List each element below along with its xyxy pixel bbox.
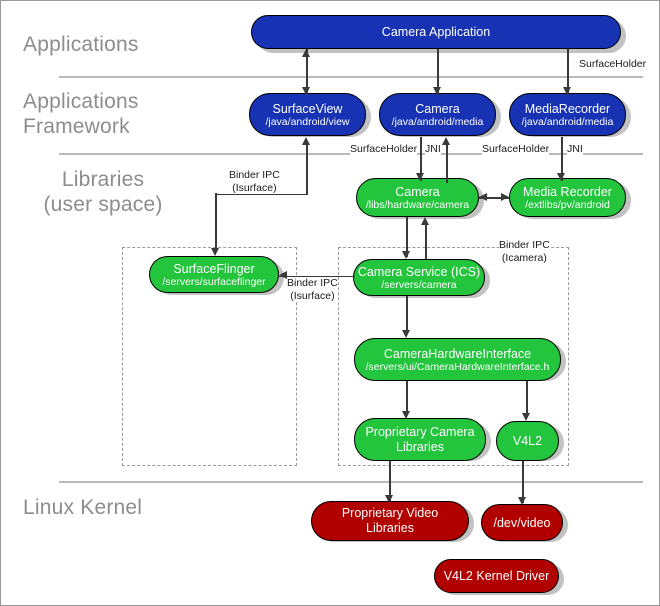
arrow-binder-isurface-surfaceflinger <box>210 248 219 256</box>
layer-label-applications-framework: Applications Framework <box>23 90 139 138</box>
layer-label-applications: Applications <box>23 33 139 56</box>
arrow-app-surfaceview-up <box>301 49 310 57</box>
edge-label-surfaceholder-app-mediarecorder: SurfaceHolder <box>579 58 647 71</box>
node-camera-application[interactable]: Camera Application <box>251 15 621 49</box>
node-proprietary-camera-libraries[interactable]: Proprietary Camera Libraries <box>354 418 486 461</box>
edge-label-surfaceholder-mediarecorder: SurfaceHolder <box>482 143 550 156</box>
arrow-app-mediarecorder-java <box>562 87 571 95</box>
node-camera-lib-title: Camera <box>395 184 440 199</box>
node-media-recorder-lib[interactable]: Media Recorder /extlibs/pv/android <box>509 178 626 217</box>
arrow-chi-v4l2 <box>521 413 530 421</box>
dashed-group-surfaceflinger <box>122 247 297 466</box>
arrow-v4l2-dev-video <box>517 497 526 505</box>
node-proprietary-video-libraries-title: Proprietary Video Libraries <box>341 506 439 535</box>
node-camera-hardware-interface-title: CameraHardwareInterface <box>383 346 532 361</box>
edge-app-mediarecorder-java <box>567 49 569 95</box>
edge-mediarecorder-java-media-recorder-lib <box>561 137 563 181</box>
edge-label-jni-mediarecorder: JNI <box>567 143 583 156</box>
arrow-camera-lib-camera-service <box>401 251 410 259</box>
node-camera-hardware-interface[interactable]: CameraHardwareInterface /servers/ui/Came… <box>354 338 561 381</box>
node-camera-service-subtitle: /servers/camera <box>381 278 457 291</box>
node-camera-hardware-interface-subtitle: /servers/ui/CameraHardwareInterface.h <box>365 360 550 373</box>
edge-chi-proprietary-camera-libraries <box>406 381 408 415</box>
node-surfaceview[interactable]: SurfaceView /java/android/view <box>249 93 366 136</box>
arrow-app-surfaceview-down <box>301 87 310 95</box>
edge-camera-service-camera-lib <box>425 223 427 259</box>
arrow-chi-proprietary-camera-libraries <box>401 411 410 419</box>
node-surfaceflinger-subtitle: /servers/surfaceflinger <box>162 275 266 288</box>
node-camera-java[interactable]: Camera /java/android/media <box>379 93 496 136</box>
edge-v4l2-dev-video <box>522 461 524 503</box>
node-media-recorder-lib-subtitle: /extlibs/pv/android <box>525 198 610 211</box>
node-dev-video[interactable]: /dev/video <box>481 504 563 541</box>
edge-label-jni-camera: JNI <box>425 143 441 156</box>
node-camera-java-title: Camera <box>415 101 460 116</box>
arrow-camera-java-camera-lib <box>415 173 424 181</box>
edge-label-binder-ipc-isurface-top: Binder IPC (Isurface) <box>229 169 280 194</box>
node-v4l2-title: V4L2 <box>512 434 543 448</box>
node-camera-service-title: Camera Service (ICS) <box>357 264 481 279</box>
node-proprietary-camera-libraries-title: Proprietary Camera Libraries <box>365 424 475 454</box>
node-v4l2-kernel-driver[interactable]: V4L2 Kernel Driver <box>434 559 559 593</box>
edge-label-surfaceholder-camera: SurfaceHolder <box>350 143 418 156</box>
node-camera-service[interactable]: Camera Service (ICS) /servers/camera <box>353 259 485 296</box>
arrow-camera-lib-media-recorder-right <box>501 192 509 201</box>
edge-proprietary-camera-to-video <box>389 461 391 501</box>
arrow-camera-service-camera-lib <box>420 217 429 225</box>
arrow-camera-service-chi <box>401 330 410 338</box>
node-camera-java-subtitle: /java/android/media <box>391 115 484 128</box>
node-v4l2-kernel-driver-title: V4L2 Kernel Driver <box>443 569 550 583</box>
edge-binder-isurface-horizontal <box>215 193 307 196</box>
node-media-recorder-lib-title: Media Recorder <box>523 184 612 199</box>
dashed-group-camera-service <box>338 247 569 466</box>
node-mediarecorder-java-subtitle: /java/android/media <box>521 115 614 128</box>
node-camera-lib-subtitle: /libs/hardware/camera <box>365 198 470 211</box>
node-surfaceview-subtitle: /java/android/view <box>265 115 350 128</box>
edge-camera-lib-camera-java <box>446 143 448 183</box>
node-proprietary-video-libraries[interactable]: Proprietary Video Libraries <box>311 501 469 541</box>
arrow-proprietary-camera-to-video <box>384 495 393 503</box>
edge-binder-isurface-down-to-surfaceflinger <box>215 193 217 250</box>
edge-camera-lib-camera-service <box>406 217 408 257</box>
divider-libraries <box>59 481 643 483</box>
node-mediarecorder-java[interactable]: MediaRecorder /java/android/media <box>509 93 626 136</box>
edge-camera-java-camera-lib <box>420 137 422 181</box>
edge-camera-lib-media-recorder-lib <box>479 197 509 199</box>
layer-label-linux-kernel: Linux Kernel <box>23 496 143 519</box>
edge-label-binder-ipc-icamera: Binder IPC (Icamera) <box>499 239 550 264</box>
arrow-camera-service-surfaceflinger <box>279 271 287 279</box>
edge-app-camera-java <box>437 49 439 95</box>
edge-chi-v4l2 <box>526 381 528 417</box>
edge-label-binder-ipc-isurface-service: Binder IPC (Isurface) <box>287 277 338 302</box>
edge-app-surfaceview <box>306 49 308 95</box>
arrow-app-camera-java <box>432 87 441 95</box>
arrow-surfaceview-binder-up <box>301 137 310 145</box>
node-camera-application-title: Camera Application <box>381 25 491 39</box>
layer-label-libraries: Libraries (user space) <box>43 168 163 216</box>
node-surfaceflinger[interactable]: SurfaceFlinger /servers/surfaceflinger <box>149 256 279 293</box>
arrow-camera-lib-media-recorder-left <box>479 192 487 201</box>
arrow-mediarecorder-java-media-recorder-lib <box>556 173 565 181</box>
divider-applications <box>59 76 643 78</box>
node-surfaceview-title: SurfaceView <box>272 101 343 116</box>
node-camera-lib[interactable]: Camera /libs/hardware/camera <box>356 178 479 217</box>
node-dev-video-title: /dev/video <box>493 515 551 530</box>
edge-camera-service-surfaceflinger <box>279 275 355 278</box>
arrow-camera-lib-camera-java <box>441 137 450 145</box>
node-surfaceflinger-title: SurfaceFlinger <box>173 261 255 276</box>
edge-camera-service-chi <box>406 296 408 334</box>
node-mediarecorder-java-title: MediaRecorder <box>524 101 611 116</box>
edge-surfaceview-binder-up <box>306 143 308 195</box>
node-v4l2[interactable]: V4L2 <box>496 421 559 461</box>
